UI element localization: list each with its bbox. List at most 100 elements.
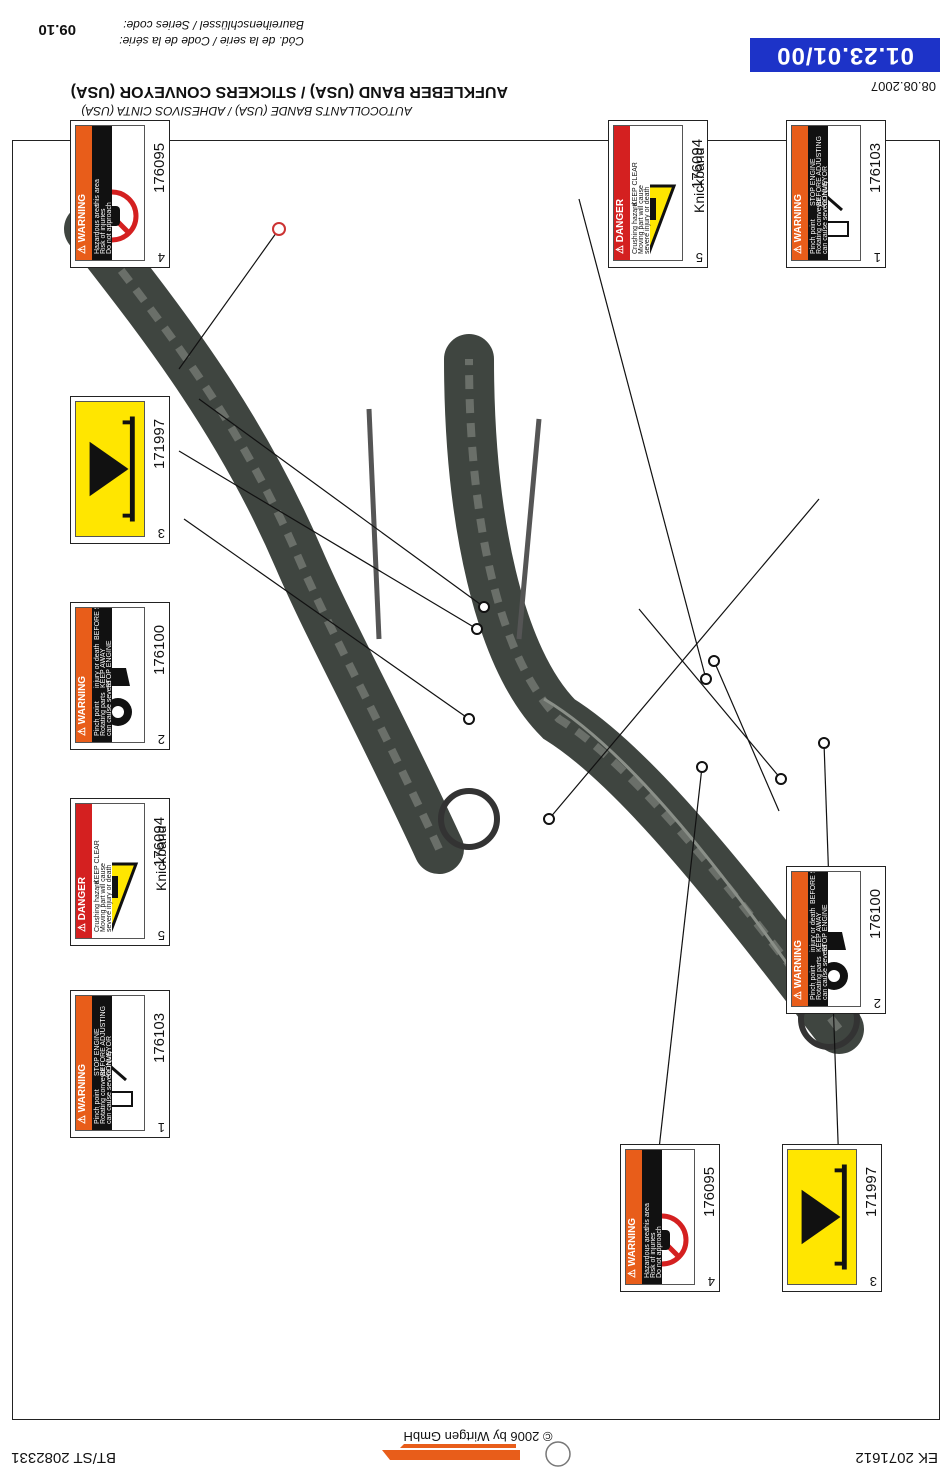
- sticker-number: 1: [157, 1120, 165, 1135]
- series-code: 09.10: [38, 21, 76, 38]
- sticker-text-line: BEFORE SERVICING: [94, 607, 101, 640]
- sticker-text-line: this area: [94, 179, 101, 206]
- sticker-text-line: KEEP CLEAR: [632, 162, 639, 206]
- sticker-text-line: CONVEYOR: [106, 1035, 113, 1076]
- sticker-number: 5: [157, 928, 165, 943]
- conveyor-left-drawing: [444, 334, 864, 1054]
- page-code-box: 01.23.01/00: [750, 38, 940, 72]
- sticker-graphic: [75, 401, 145, 537]
- drawing-frame: [12, 140, 940, 1420]
- sticker-text-line: CONVEYOR: [822, 165, 829, 206]
- sticker-label-knickband: Knickband: [153, 825, 169, 891]
- sticker-number: 3: [869, 1274, 877, 1289]
- yellow-sticker: [76, 402, 144, 536]
- sticker-text-line: severe injury or death: [644, 186, 651, 254]
- conveyor-illustration: [64, 198, 864, 1170]
- footer-date: 08.08.2007: [870, 79, 936, 94]
- warning-triangle-icon: [89, 416, 135, 522]
- series-label-fr-es: Cód. de la serie / Code de la série:: [119, 34, 304, 48]
- sticker-header: ⚠ WARNING: [77, 193, 88, 254]
- sticker-number: 2: [873, 996, 881, 1011]
- warning-triangle-icon: [801, 1164, 847, 1270]
- sticker-part-number: 176095: [151, 142, 168, 193]
- sticker-header: ⚠ WARNING: [793, 939, 804, 1000]
- sticker-part-number: 176103: [867, 142, 884, 193]
- sticker-text-line: Do not approach: [106, 202, 113, 254]
- leader-lines: [178, 198, 840, 1170]
- sticker-part-number: 176100: [867, 888, 884, 939]
- sticker-header: ⚠ DANGER: [77, 876, 88, 932]
- sticker-card: 3 171997: [70, 396, 170, 544]
- sticker-header: ⚠ WARNING: [627, 1217, 638, 1278]
- warning-band: ⚠ WARNING: [75, 608, 92, 742]
- wirtgen-logo-icon: [382, 1441, 571, 1467]
- doc-code-right: BT/ST 2082331: [11, 1449, 116, 1466]
- sticker-card: 3 171997: [782, 1144, 882, 1292]
- sticker-text-line: BEFORE SERVICING: [810, 871, 817, 904]
- sticker-graphic: [787, 1149, 857, 1285]
- sticker-header: ⚠ WARNING: [77, 675, 88, 736]
- series-label-de-en: Baureihenschlüssel / Series code:: [123, 18, 304, 32]
- conveyor-right-drawing: [64, 204, 500, 874]
- sticker-part-number: 176100: [151, 624, 168, 675]
- sticker-part-number: 171997: [151, 418, 168, 469]
- footer-subtitle: AUTOCOLLANTS BANDE (USA) / ADHESIVOS CIN…: [81, 104, 412, 118]
- footer-title: AUFKLEBER BAND (USA) / STICKERS CONVEYOR…: [70, 83, 508, 100]
- warning-band: ⚠ WARNING: [75, 126, 92, 260]
- yellow-sticker: [788, 1150, 856, 1284]
- sticker-header: ⚠ DANGER: [615, 198, 626, 254]
- sticker-text-line: can cause severe: [822, 945, 829, 1000]
- sticker-header: ⚠ WARNING: [77, 1063, 88, 1124]
- sticker-text-line: STOP ENGINE: [822, 904, 829, 952]
- sticker-text-line: can cause severe: [106, 681, 113, 736]
- sticker-header: ⚠ WARNING: [793, 193, 804, 254]
- sticker-number: 5: [695, 250, 703, 265]
- copyright: © 2006 by Wirtgen GmbH: [403, 1429, 553, 1444]
- doc-code-left: EK 2071612: [855, 1449, 938, 1466]
- sticker-number: 2: [157, 732, 165, 747]
- sticker-text-line: STOP ENGINE: [106, 640, 113, 688]
- sticker-label-knickband: Knickband: [691, 147, 707, 213]
- sticker-text-line: severe injury or death: [106, 864, 113, 932]
- sticker-part-number: 171997: [863, 1166, 880, 1217]
- sticker-number: 4: [707, 1274, 715, 1289]
- sticker-number: 4: [157, 250, 165, 265]
- warning-band: ⚠ WARNING: [75, 996, 92, 1130]
- sticker-text-line: Do not approach: [656, 1226, 663, 1278]
- sticker-text-line: KEEP CLEAR: [94, 840, 101, 884]
- warning-band: ⚠ WARNING: [625, 1150, 642, 1284]
- sticker-number: 1: [873, 250, 881, 265]
- sticker-number: 3: [157, 526, 165, 541]
- sticker-text-line: this area: [644, 1203, 651, 1230]
- sticker-part-number: 176103: [151, 1012, 168, 1063]
- sticker-part-number: 176095: [701, 1166, 718, 1217]
- warning-band: ⚠ WARNING: [791, 872, 808, 1006]
- danger-band: ⚠ DANGER: [613, 126, 630, 260]
- danger-band: ⚠ DANGER: [75, 804, 92, 938]
